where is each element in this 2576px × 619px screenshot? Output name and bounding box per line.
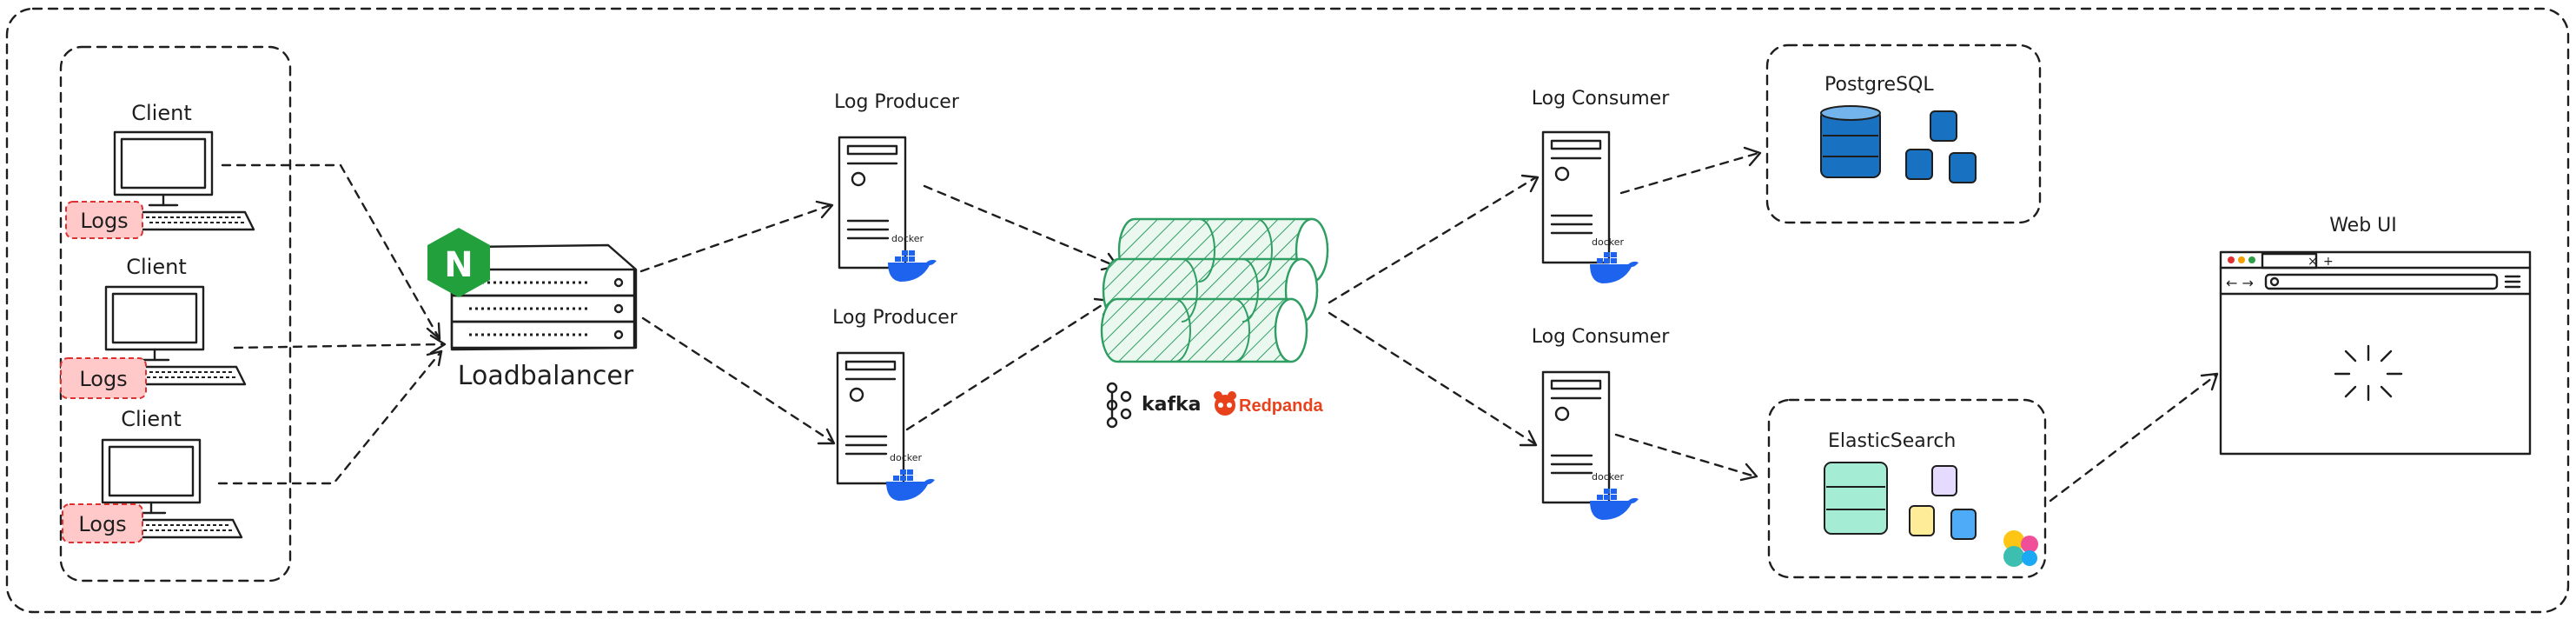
log-consumer-1: Log Consumer docker — [1532, 88, 1670, 283]
postgresql-store: PostgreSQL — [1765, 43, 2042, 224]
server-icon — [838, 136, 907, 270]
database-icon — [1824, 462, 1977, 540]
loading-spinner-icon — [2334, 344, 2403, 402]
postgresql-label: PostgreSQL — [1824, 74, 1934, 96]
database-icon — [1820, 105, 1977, 183]
tab-new-icon: + — [2323, 255, 2334, 269]
log-producer-1: Log Producer docker — [834, 91, 960, 282]
logs-badge — [65, 201, 143, 239]
minimize-dot-icon — [2238, 256, 2245, 263]
docker-tag: docker — [1592, 471, 1625, 483]
queue-to-consumer-arrows — [1328, 174, 1540, 447]
web-ui: Web UI × + ← → — [2219, 215, 2532, 456]
redpanda-label: Redpanda — [1239, 396, 1324, 416]
redpanda-icon — [1214, 391, 1236, 416]
consumer-1-label: Log Consumer — [1532, 88, 1670, 110]
docker-tag: docker — [890, 452, 923, 463]
loadbalancer-label: Loadbalancer — [458, 361, 634, 391]
docker-tag: docker — [1592, 236, 1625, 248]
elasticsearch-label: ElasticSearch — [1828, 430, 1956, 452]
docker-icon — [1590, 489, 1639, 520]
consumer-to-store-arrows — [1614, 146, 1762, 482]
kafka-label: kafka — [1142, 394, 1202, 416]
client-3: Client Logs — [62, 407, 243, 543]
kafka-icon — [1106, 382, 1132, 429]
webui-label: Web UI — [2329, 215, 2397, 236]
docker-icon — [888, 250, 937, 282]
search-icon — [2269, 276, 2280, 287]
client-1-label: Client — [131, 101, 191, 125]
lb-to-producer-arrows — [639, 200, 836, 445]
logs-badge — [62, 503, 143, 543]
logs-badge-label: Logs — [80, 209, 128, 233]
clients-group — [59, 45, 292, 582]
elasticsearch-store: ElasticSearch — [1767, 398, 2047, 579]
server-icon — [1541, 370, 1611, 504]
consumer-2-label: Log Consumer — [1532, 326, 1670, 348]
browser-window — [2219, 250, 2532, 456]
outer-frame — [5, 7, 2570, 614]
docker-tag: docker — [891, 233, 924, 244]
address-bar — [2264, 273, 2499, 290]
tab-close-icon: × — [2308, 255, 2318, 269]
client-3-label: Client — [121, 407, 181, 431]
logs-badge — [60, 357, 147, 399]
docker-icon — [1590, 252, 1639, 283]
client-2-label: Client — [126, 255, 186, 279]
logs-badge-label: Logs — [79, 367, 127, 391]
client-to-lb-arrows — [217, 163, 447, 485]
loadbalancer: N Loadbalancer — [427, 228, 638, 391]
elastic-logo-icon — [2003, 530, 2038, 567]
docker-icon — [886, 469, 935, 501]
client-1: Client Logs — [65, 101, 255, 239]
log-consumer-2: Log Consumer docker — [1532, 326, 1670, 520]
log-producer-2: Log Producer docker — [832, 307, 958, 501]
maximize-dot-icon — [2248, 256, 2255, 263]
producer-1-label: Log Producer — [834, 91, 960, 113]
logs-badge-label: Logs — [78, 512, 126, 536]
nginx-icon — [427, 228, 490, 297]
nginx-logo-letter: N — [444, 245, 473, 285]
client-2: Client Logs — [60, 255, 247, 399]
nav-arrows-icon: ← → — [2226, 275, 2254, 291]
store-to-webui-arrow — [2049, 372, 2219, 503]
close-dot-icon — [2228, 256, 2235, 263]
message-queue: kafka Redpanda — [1100, 217, 1329, 429]
producer-2-label: Log Producer — [832, 307, 958, 329]
server-icon — [836, 351, 905, 485]
